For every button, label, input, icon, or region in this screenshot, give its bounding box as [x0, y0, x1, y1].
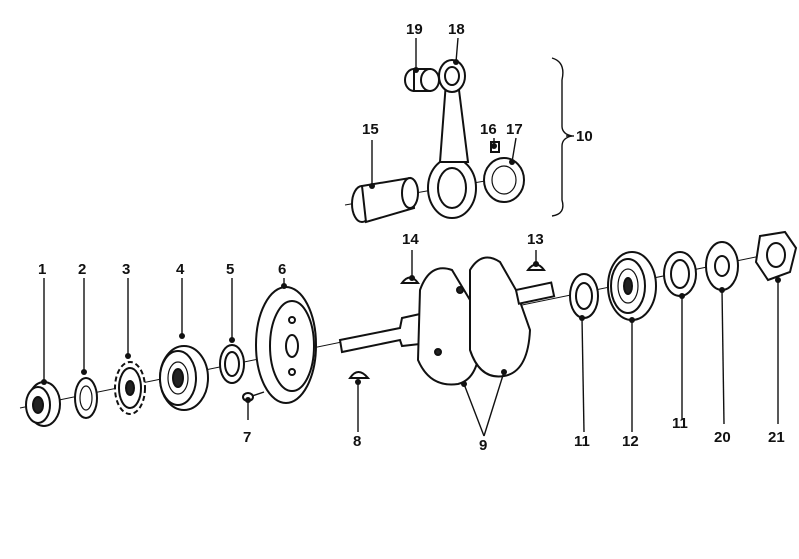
callout-13: 13 [527, 231, 544, 248]
part-2-washer [74, 377, 98, 419]
part-3-sprocket [114, 361, 146, 415]
callout-17: 17 [506, 121, 523, 138]
part-19-bushing [404, 68, 440, 92]
part-8-key [348, 371, 371, 379]
callout-18: 18 [448, 21, 465, 38]
leader-dots [41, 59, 781, 403]
part-1-bearing [25, 381, 61, 427]
part-11b-ring [663, 251, 697, 297]
part-6-disc [255, 286, 317, 404]
part-4-bearing [159, 345, 209, 411]
callout-5: 5 [226, 261, 234, 278]
part-20-washer [705, 241, 739, 291]
part-18-connecting-rod [427, 59, 477, 219]
callout-15: 15 [362, 121, 379, 138]
part-5-ring [219, 344, 245, 384]
callout-8: 8 [353, 433, 361, 450]
callout-20: 20 [714, 429, 731, 446]
part-17-needle-cage [483, 157, 525, 203]
callout-11a: 11 [574, 433, 590, 450]
callout-6: 6 [278, 261, 286, 278]
callout-7: 7 [243, 429, 251, 446]
group-10-bracket [551, 57, 573, 217]
callout-4: 4 [176, 261, 185, 278]
callout-11b: 11 [672, 415, 688, 432]
part-9-crankshaft [338, 256, 556, 386]
callout-2: 2 [78, 261, 86, 278]
callout-14: 14 [402, 231, 419, 248]
part-11a-washer [569, 273, 599, 319]
callout-19: 19 [406, 21, 423, 38]
leader-lines [43, 37, 779, 437]
callout-3: 3 [122, 261, 130, 278]
callout-1: 1 [38, 261, 46, 278]
part-12-bearing [607, 251, 657, 321]
callout-12: 12 [622, 433, 639, 450]
callout-9: 9 [479, 437, 487, 454]
callout-21: 21 [768, 429, 785, 446]
part-21-nut [754, 230, 798, 282]
callout-10: 10 [576, 128, 593, 145]
part-15-pin [351, 176, 419, 224]
callout-16: 16 [480, 121, 497, 138]
